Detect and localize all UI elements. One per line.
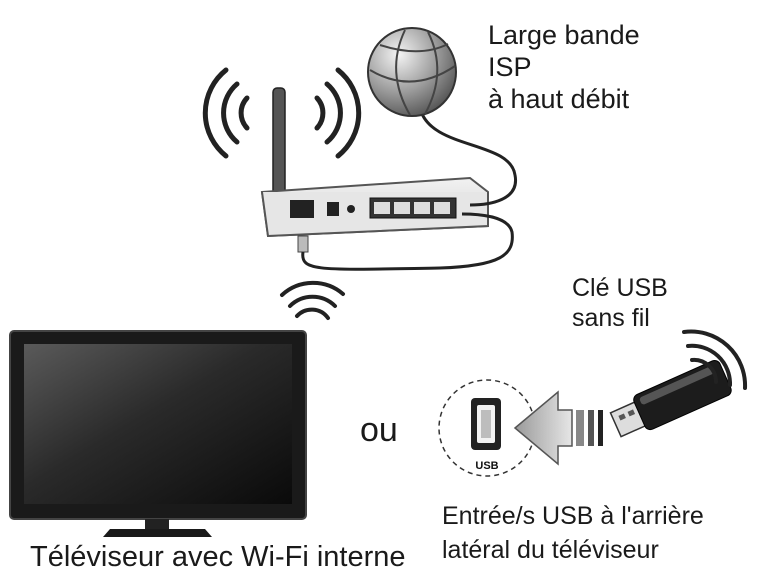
broadband-isp-label: Large bande ISP à haut débit bbox=[488, 20, 640, 116]
tv-caption: Téléviseur avec Wi-Fi interne bbox=[30, 541, 406, 573]
usb-port-label: Entrée/s USB à l'arrière latéral du télé… bbox=[442, 500, 704, 568]
television-icon bbox=[9, 330, 307, 537]
usb-key-label-line2: sans fil bbox=[572, 303, 650, 332]
dongle-wifi-signal-icon bbox=[682, 329, 748, 390]
usb-key-label-line1: Clé USB bbox=[572, 274, 668, 302]
usb-wifi-dongle-icon bbox=[609, 359, 732, 438]
or-label: ou bbox=[360, 411, 398, 449]
insert-arrow-icon bbox=[513, 390, 603, 466]
usb-key-label: Clé USB sans fil bbox=[572, 274, 668, 333]
network-cables bbox=[301, 107, 517, 271]
isp-label-line3: à haut débit bbox=[488, 83, 630, 114]
router-wifi-signal-icon bbox=[202, 67, 362, 159]
usb-port-label-line2: latéral du téléviseur bbox=[442, 535, 659, 564]
isp-label-line2: ISP bbox=[488, 51, 532, 82]
usb-port-badge: USB bbox=[475, 460, 498, 472]
isp-label-line1: Large bande bbox=[488, 20, 640, 50]
usb-port-icon: USB bbox=[438, 379, 536, 477]
tv-wifi-signal-icon bbox=[280, 280, 345, 320]
internet-globe-icon bbox=[367, 27, 457, 117]
router-icon bbox=[260, 87, 489, 253]
usb-port-label-line1: Entrée/s USB à l'arrière bbox=[442, 502, 704, 530]
